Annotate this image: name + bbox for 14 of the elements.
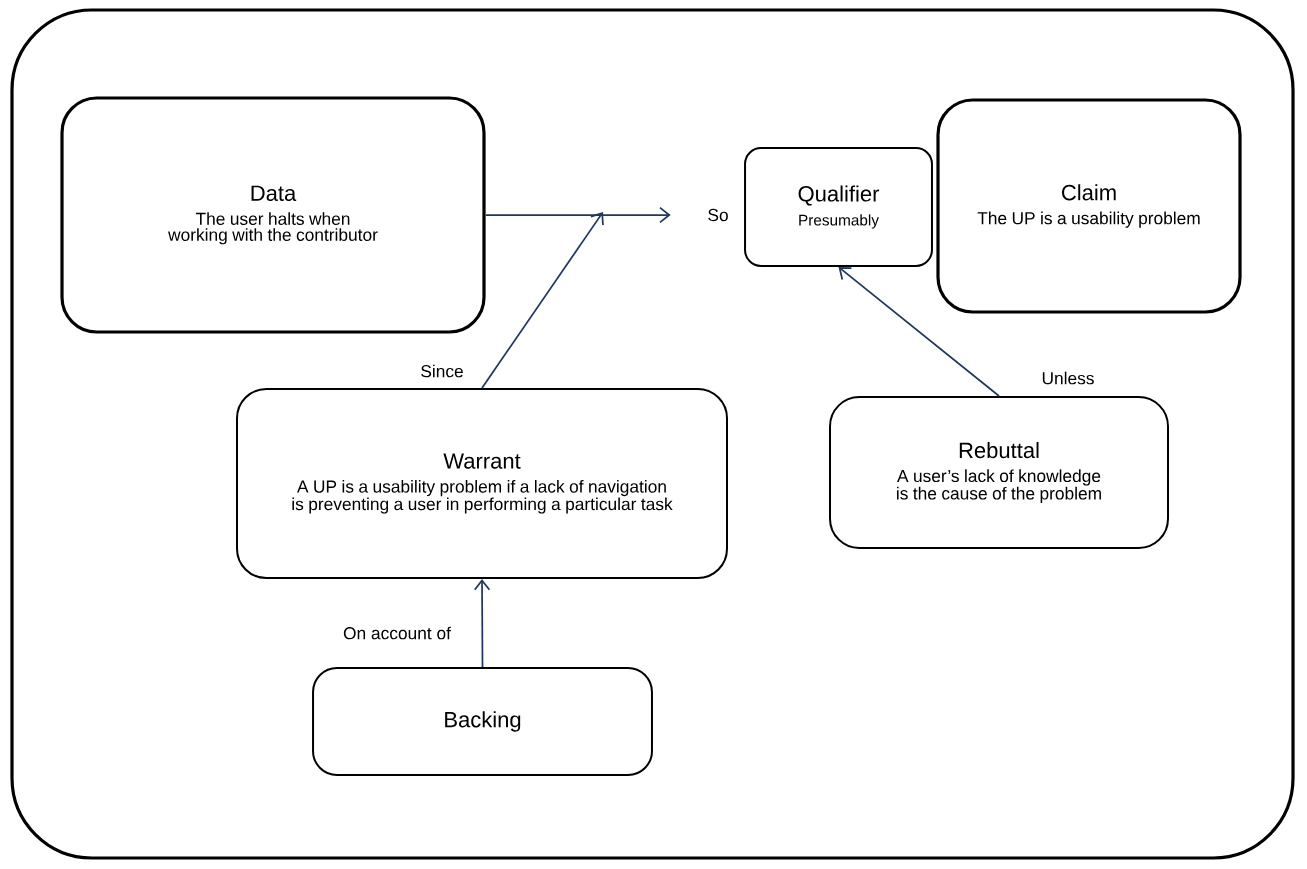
arrow [484, 206, 671, 224]
edge-label: Unless [1040, 370, 1096, 386]
text-box: Qualifier Presumably [744, 147, 933, 267]
arrow [838, 267, 1000, 397]
arrow [481, 212, 604, 389]
edge-label: So [706, 207, 730, 223]
text-box: Data The user halts when working with the contributor [60, 96, 486, 334]
text-box: Rebuttal A user’s lack of knowledge is the cause of the problem [829, 396, 1169, 549]
arrow [473, 579, 491, 668]
edge-label: On account of [341, 625, 453, 641]
text-box: Claim The UP is a usability problem [936, 98, 1242, 314]
text-box: Backing [312, 667, 653, 776]
text-box: Warrant A UP is a usability problem if a lack of navigation is preventing a user in performing a particular task [236, 388, 728, 580]
edge-label: Since [419, 363, 465, 379]
